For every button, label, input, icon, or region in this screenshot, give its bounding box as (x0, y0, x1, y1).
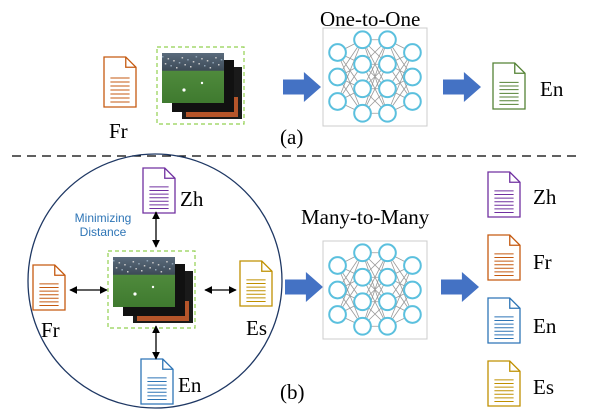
circle-lang-fr-label: Fr (41, 318, 60, 342)
output-lang-fr-label: Fr (533, 250, 552, 274)
document-icon-fr-top (103, 56, 137, 108)
circle-lang-en-label: En (178, 373, 202, 397)
right-arrow-icon-top-1 (283, 72, 321, 102)
output-lang-zh-label: Zh (533, 185, 557, 209)
document-icon-en-circle (140, 358, 174, 405)
document-icon-zh-output (487, 171, 521, 218)
minimizing-label-line2: Distance (79, 224, 127, 239)
document-icon-fr-circle (32, 264, 66, 311)
circle-lang-es-label: Es (246, 316, 267, 340)
output-lang-es-label: Es (533, 375, 554, 399)
minimizing-label-line1: Minimizing (74, 211, 132, 225)
minimizing-distance-label: Minimizing Distance (63, 211, 143, 240)
right-arrow-icon-bottom-1 (285, 272, 323, 302)
top-target-lang-label: En (540, 77, 564, 101)
top-source-lang-label: Fr (109, 119, 128, 143)
neural-network-icon-bottom (322, 240, 428, 340)
video-frames-icon-bottom (107, 250, 196, 329)
alignment-circle (27, 153, 283, 409)
caption-a: (a) (280, 125, 304, 149)
video-frames-icon-top (156, 46, 245, 125)
output-lang-en-label: En (533, 314, 557, 338)
right-arrow-icon-bottom-2 (441, 272, 479, 302)
document-icon-es-circle (239, 260, 273, 307)
document-icon-en-output (487, 297, 521, 344)
one-to-one-title: One-to-One (320, 7, 421, 31)
right-arrow-icon-top-2 (443, 72, 481, 102)
circle-lang-zh-label: Zh (180, 187, 204, 211)
document-icon-en-top (492, 62, 526, 110)
document-icon-fr-output (487, 234, 521, 281)
many-to-many-title: Many-to-Many (301, 205, 430, 229)
document-icon-es-output (487, 360, 521, 407)
document-icon-zh-circle (142, 167, 176, 214)
caption-b: (b) (280, 380, 305, 404)
neural-network-icon-top (322, 27, 428, 127)
